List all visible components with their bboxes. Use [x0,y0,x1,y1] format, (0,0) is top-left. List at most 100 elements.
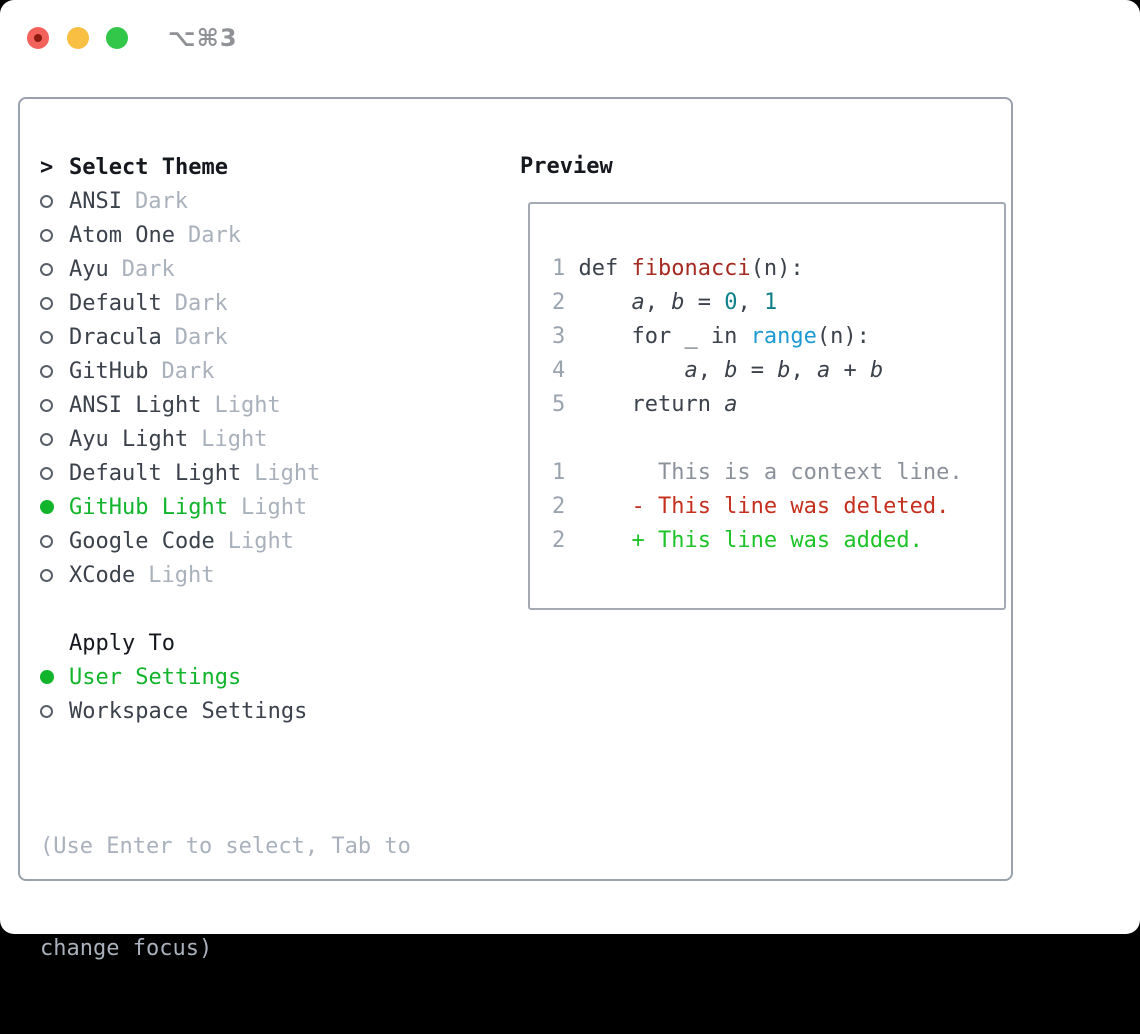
code-segment-var: a [684,358,697,383]
radio-bullet [40,467,69,480]
option-variant-tag: Light [148,563,214,588]
option-label: GitHub Light [69,495,228,520]
option-variant-tag: Light [241,495,307,520]
option-variant-tag: Dark [122,257,175,282]
code-segment-var: a [817,358,830,383]
radio-bullet [40,569,69,582]
keyboard-hint: (Use Enter to select, Tab to change focu… [40,762,480,1034]
code-segment-plain: def [578,256,631,281]
code-segment-var: a [631,290,644,315]
option-label: Default [69,291,162,316]
code-segment-plain: , [698,358,725,383]
minimize-button[interactable] [67,27,89,49]
radio-icon [40,263,53,276]
code-segment-plain [578,290,631,315]
code-segment-builtin: range [751,324,817,349]
radio-bullet [40,670,69,684]
zoom-button[interactable] [106,27,128,49]
option-label: Ayu [69,257,109,282]
line-number: 1 [552,456,578,490]
option-github-light[interactable]: GitHub Light Light [40,490,480,524]
line-number: 3 [552,320,578,354]
code-blank-line [552,422,1004,456]
code-segment-del: - This line was deleted. [578,494,949,519]
code-line: 2 a, b = 0, 1 [552,286,1004,320]
code-segment-var: b [724,358,737,383]
code-line: 1 This is a context line. [552,456,1004,490]
line-number: 2 [552,286,578,320]
code-segment-var: b [671,290,684,315]
radio-icon [40,433,53,446]
option-workspace-settings[interactable]: Workspace Settings [40,694,480,728]
hint-line-2: change focus) [40,932,480,966]
option-label: Default Light [69,461,241,486]
code-segment-plain: , [790,358,817,383]
line-number: 2 [552,490,578,524]
code-segment-var: a [724,392,737,417]
option-variant-tag: Dark [135,189,188,214]
close-button[interactable] [27,27,49,49]
radio-bullet [40,195,69,208]
option-default[interactable]: Default Dark [40,286,480,320]
code-segment-plain: = [737,358,777,383]
code-segment-plain: (n): [751,256,804,281]
titlebar: ⌥⌘3 [0,0,1140,76]
radio-bullet [40,399,69,412]
code-line: 3 for _ in range(n): [552,320,1004,354]
apply-to-header: Apply To [40,626,480,660]
code-line: 2 - This line was deleted. [552,490,1004,524]
window-title: ⌥⌘3 [168,24,238,52]
code-segment-plain: , [645,290,672,315]
option-label: XCode [69,563,135,588]
radio-icon [40,297,53,310]
hint-line-1: (Use Enter to select, Tab to [40,830,480,864]
code-segment-var: b [870,358,883,383]
code-segment-numlit: 0 [724,290,737,315]
radio-icon [40,399,53,412]
radio-bullet [40,263,69,276]
radio-bullet [40,535,69,548]
option-label: Dracula [69,325,162,350]
code-segment-fn: fibonacci [631,256,750,281]
option-variant-tag: Dark [175,291,228,316]
option-ayu[interactable]: Ayu Dark [40,252,480,286]
option-variant-tag: Light [201,427,267,452]
option-label: Google Code [69,529,215,554]
option-label: Workspace Settings [69,699,307,724]
option-xcode[interactable]: XCode Light [40,558,480,592]
option-user-settings[interactable]: User Settings [40,660,480,694]
spacer [40,592,480,626]
option-variant-tag: Light [214,393,280,418]
code-segment-numlit: 1 [764,290,777,315]
radio-bullet [40,365,69,378]
select-theme-title: Select Theme [69,155,228,180]
code-segment-plain: for _ in [578,324,750,349]
preview-title: Preview [520,150,1020,184]
code-segment-plain: , [737,290,764,315]
option-variant-tag: Light [254,461,320,486]
spacer [40,728,480,762]
radio-bullet [40,331,69,344]
radio-selected-icon [40,500,54,514]
radio-selected-icon [40,670,54,684]
radio-icon [40,331,53,344]
line-number: 4 [552,354,578,388]
option-ayu-light[interactable]: Ayu Light Light [40,422,480,456]
option-label: GitHub [69,359,148,384]
option-default-light[interactable]: Default Light Light [40,456,480,490]
line-number: 5 [552,388,578,422]
option-label: Ayu Light [69,427,188,452]
